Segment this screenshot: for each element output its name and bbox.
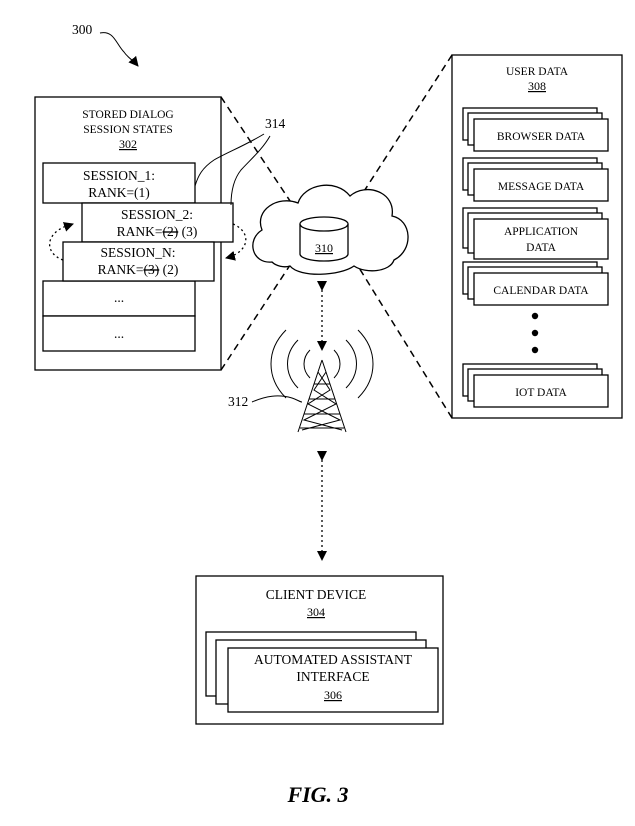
iot-data-box [473,374,609,408]
session-placeholder-box-2 [42,315,196,352]
session-2-rank: RANK=(2) (3) [117,224,198,239]
session-1-box [42,162,196,204]
assistant-interface-box [227,647,439,713]
server-cloud: 310 [252,184,409,275]
assistant-interface-ref: 306 [324,688,342,702]
browser-data-label: BROWSER DATA [497,131,586,143]
session-n-rank: RANK=(3) (2) [98,262,179,277]
user-data-title: USER DATA [506,66,569,78]
session-2-old-rank: (2) [163,224,179,239]
session-ellipsis-1: ... [114,290,124,305]
cell-tower-icon [270,329,374,433]
server-ref: 310 [315,241,333,255]
assistant-interface-line2: INTERFACE [296,669,369,684]
session-n-new-rank: (2) [159,262,178,277]
session-2-new-rank: (3) [178,224,197,239]
application-data-box [473,218,609,260]
figure-ref-number: 300 [72,22,93,37]
browser-data-box [473,118,609,152]
calendar-data-box [473,272,609,306]
message-data-label: MESSAGE DATA [498,181,585,193]
database-icon [299,216,349,262]
link-314-callout: 314 [194,116,286,206]
session-1-rank: RANK=(1) [88,185,150,200]
link-ref-314: 314 [265,116,286,131]
user-data-ref: 308 [528,79,546,93]
stored-states-title-line1: STORED DIALOG [82,109,173,121]
message-data-box [473,168,609,202]
tower-ref-leader [251,395,303,403]
iot-data-label: IOT DATA [515,387,567,399]
tower-ref: 312 [228,394,248,409]
figure-caption: FIG. 3 [286,782,348,807]
user-data-panel: USER DATA 308 BROWSER DATA MESSAGE DATA … [451,54,623,419]
session-n-label: SESSION_N: [100,245,175,260]
session-2-box [81,202,234,243]
stored-dialog-session-states-panel: STORED DIALOG SESSION STATES 302 SESSION… [34,96,247,371]
more-data-dots [531,312,539,354]
client-device-title: CLIENT DEVICE [266,587,367,602]
stored-states-ref: 302 [119,137,137,151]
calendar-data-label: CALENDAR DATA [493,285,589,297]
client-device-ref: 304 [307,605,325,619]
client-device-panel: CLIENT DEVICE 304 AUTOMATED ASSISTANT IN… [195,575,444,725]
stored-states-title-line2: SESSION STATES [83,124,173,136]
session-n-box [62,241,215,282]
session-n-old-rank: (3) [144,262,160,277]
application-data-label-line2: DATA [526,242,556,254]
assistant-interface-line1: AUTOMATED ASSISTANT [254,652,413,667]
reorder-arrow-left [48,222,74,261]
application-data-label-line1: APPLICATION [504,226,579,238]
session-2-label: SESSION_2: [121,207,193,222]
session-1-label: SESSION_1: [83,168,155,183]
figure-ref-arrow [99,32,139,67]
session-ellipsis-2: ... [114,326,124,341]
reorder-arrow-right [225,223,247,261]
